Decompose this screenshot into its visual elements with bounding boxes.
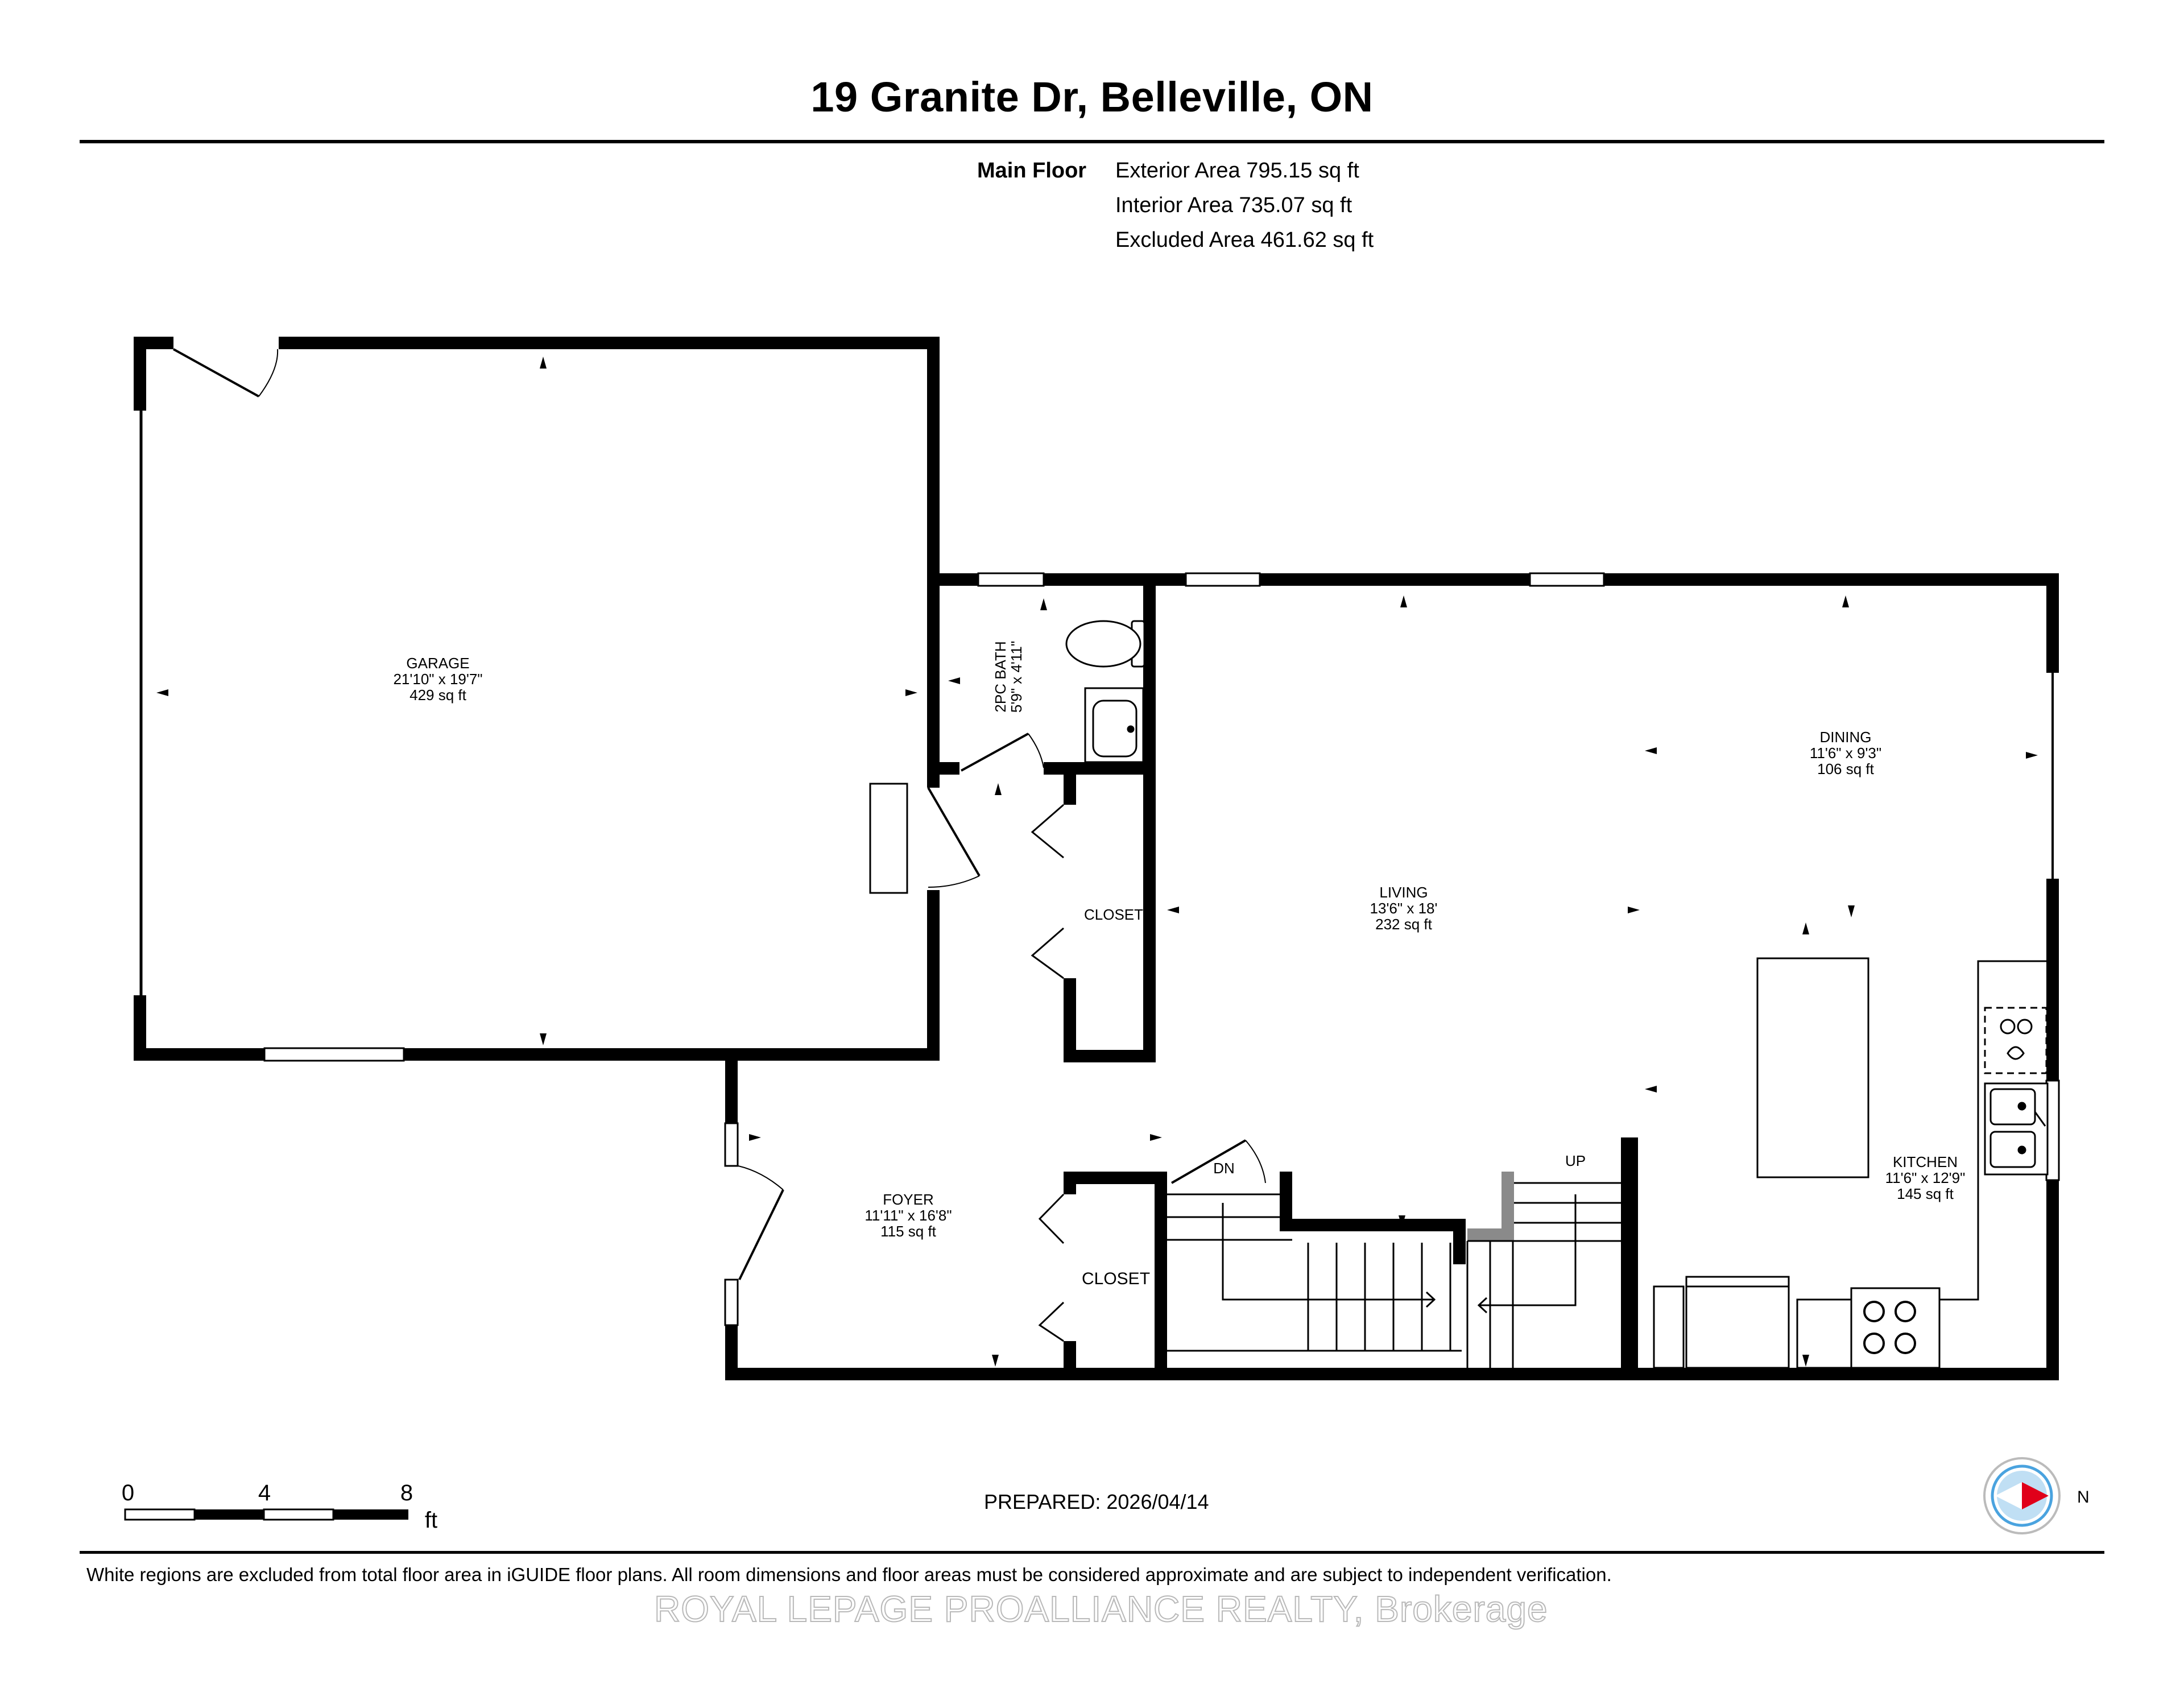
interior-area: Interior Area 735.07 sq ft (1115, 193, 1352, 217)
stairs-down (1167, 1193, 1462, 1352)
scale-bar: 0 4 8 ft (122, 1480, 437, 1533)
dining-label: DINING (1820, 729, 1872, 746)
compass-icon: N (1983, 1457, 2090, 1534)
kitchen-dims: 11'6" x 12'9" (1885, 1169, 1966, 1186)
direction-arrows (156, 357, 2038, 1367)
window (263, 1047, 405, 1062)
prepared-date: PREPARED: 2026/04/14 (984, 1490, 1209, 1513)
kitchen-label: KITCHEN (1893, 1153, 1958, 1170)
scale-tick-8: 8 (400, 1480, 413, 1505)
garage-label: GARAGE (406, 655, 469, 672)
footer-rule (80, 1551, 2104, 1554)
living-label: LIVING (1379, 884, 1428, 901)
page-title: 19 Granite Dr, Belleville, ON (810, 73, 1374, 121)
excluded-area: Excluded Area 461.62 sq ft (1115, 228, 1374, 252)
front-door-swing (738, 1165, 784, 1280)
brokerage-watermark: ROYAL LEPAGE PROALLIANCE REALTY, Brokera… (653, 1588, 1548, 1630)
foyer-area: 115 sq ft (880, 1223, 937, 1240)
kitchen-sink (1984, 1082, 2049, 1176)
toilet (1065, 620, 1145, 668)
floor-label: Main Floor (977, 159, 1087, 183)
door-swing (173, 348, 279, 398)
garage-steps (869, 783, 981, 894)
closet-lower-label: CLOSET (1082, 1269, 1150, 1288)
foyer-label: FOYER (883, 1191, 934, 1208)
stairs-up (1466, 1172, 1621, 1368)
scale-tick-4: 4 (258, 1480, 271, 1505)
living-area: 232 sq ft (1375, 916, 1433, 933)
kitchen-appliances (1653, 1276, 1941, 1369)
bath-dims: 5'9" x 4'11" (1008, 641, 1025, 713)
windows (724, 572, 2060, 1326)
closet-upper-label: CLOSET (1084, 906, 1143, 923)
stairs-down-label: DN (1213, 1160, 1235, 1177)
header-rule (80, 140, 2104, 143)
garage-area: 429 sq ft (410, 686, 467, 704)
garage-walls (134, 337, 940, 1061)
scale-tick-0: 0 (122, 1480, 134, 1505)
kitchen-area: 145 sq ft (1897, 1185, 1954, 1202)
closet-doors (1031, 804, 1065, 1342)
stairs-up-label: UP (1565, 1152, 1586, 1169)
dining-dims: 11'6" x 9'3" (1810, 744, 1881, 762)
bath-sink (1084, 687, 1144, 763)
foyer-dims: 11'11" x 16'8" (864, 1207, 952, 1224)
living-dims: 13'6" x 18' (1370, 900, 1438, 917)
stove-burners (1863, 1301, 1916, 1354)
dining-area: 106 sq ft (1817, 760, 1875, 777)
bath-label: 2PC BATH (992, 641, 1009, 712)
garage-dims: 21'10" x 19'7" (393, 671, 482, 688)
disclaimer-text: White regions are excluded from total fl… (86, 1564, 1612, 1585)
kitchen-island (1756, 957, 1869, 1178)
scale-unit: ft (425, 1508, 437, 1533)
bath-door-swing (961, 733, 1044, 772)
stair-door-swing (1171, 1139, 1266, 1184)
exterior-area: Exterior Area 795.15 sq ft (1115, 159, 1359, 183)
compass-north-label: N (2077, 1488, 2090, 1507)
